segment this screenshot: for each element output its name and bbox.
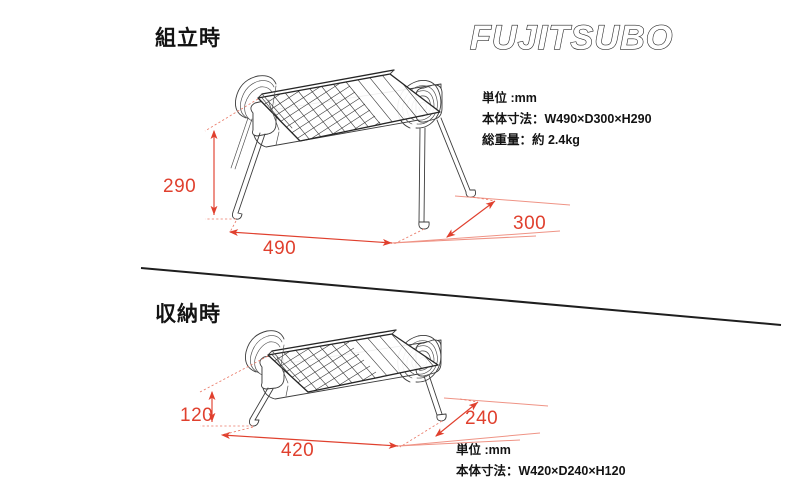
dim-label-width-490: 490	[263, 238, 297, 259]
spec-weight-assembled: 総重量：約 2.4kg	[482, 133, 580, 147]
section-title-assembled: 組立時	[155, 27, 221, 50]
dim-label-depth-300: 300	[513, 213, 547, 234]
spec-size-assembled: 本体寸法：W490×D300×H290	[482, 112, 652, 126]
dim-label-height-120: 120	[180, 405, 214, 426]
dim-label-height-290: 290	[163, 176, 197, 197]
spec-unit-stored: 単位 :mm	[456, 443, 511, 457]
dim-label-width-420: 420	[281, 440, 315, 461]
spec-block-assembled: 単位 :mm 本体寸法：W490×D300×H290 総重量：約 2.4kg	[482, 88, 652, 151]
dim-label-depth-240: 240	[465, 408, 499, 429]
section-title-stored: 収納時	[155, 303, 221, 326]
brand-logo-text: FUJITSUBO	[470, 19, 673, 57]
spec-size-stored: 本体寸法：W420×D240×H120	[456, 464, 626, 478]
brand-logo: FUJITSUBO	[469, 18, 673, 57]
spec-block-stored: 単位 :mm 本体寸法：W420×D240×H120	[456, 440, 626, 482]
spec-unit-assembled: 単位 :mm	[482, 91, 537, 105]
